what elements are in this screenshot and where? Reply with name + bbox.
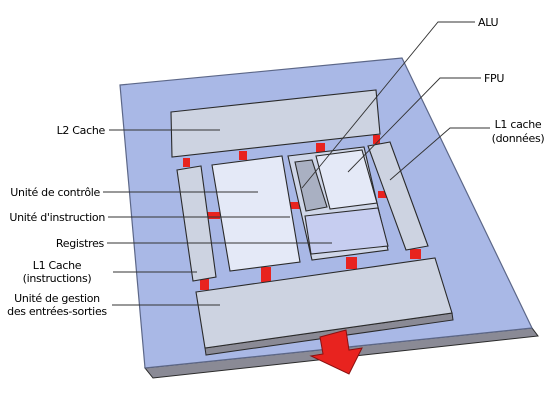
fpu-block: [315, 149, 378, 210]
bus-connector: [261, 267, 271, 282]
leader-lines: [103, 21, 490, 306]
bus-connector: [239, 151, 247, 160]
label-registers: Registres: [56, 237, 105, 250]
label-l1-instruction-1: L1 Cache: [33, 259, 82, 272]
bus-connector: [378, 191, 387, 198]
label-alu: ALU: [478, 16, 499, 29]
bus-connector: [346, 257, 357, 269]
label-control-unit: Unité de contrôle: [10, 186, 100, 199]
leader-l1-data: [389, 127, 490, 181]
leader-alu: [301, 21, 475, 189]
label-instruction-unit: Unité d'instruction: [9, 211, 105, 224]
bus-connector: [410, 249, 421, 259]
label-fpu: FPU: [484, 72, 504, 85]
bus-connector: [183, 158, 190, 167]
bus-connector: [316, 143, 325, 152]
bus-connector: [373, 135, 380, 144]
bus-connectors: [183, 135, 421, 290]
io-unit-block: [195, 257, 453, 349]
bus-connector: [290, 202, 301, 209]
bus-connector: [200, 277, 209, 290]
l2-cache-block: [170, 89, 381, 158]
bus-connector: [207, 212, 220, 219]
l1-data-cache-block: [367, 141, 429, 251]
leader-fpu: [347, 77, 481, 173]
l1-instruction-cache-block: [176, 165, 217, 282]
label-io-unit-1: Unité de gestion: [14, 292, 100, 305]
alu-block: [294, 159, 328, 212]
label-l1-data-1: L1 cache: [495, 118, 542, 131]
output-arrow-icon: [309, 329, 363, 375]
label-l1-instruction-2: (instructions): [23, 272, 92, 285]
label-l2-cache: L2 Cache: [57, 124, 106, 137]
control-unit-block: [211, 155, 301, 272]
label-l1-data-2: (données): [492, 132, 545, 145]
label-io-unit-2: des entrées-sorties: [7, 305, 107, 318]
registers-block: [304, 207, 389, 255]
